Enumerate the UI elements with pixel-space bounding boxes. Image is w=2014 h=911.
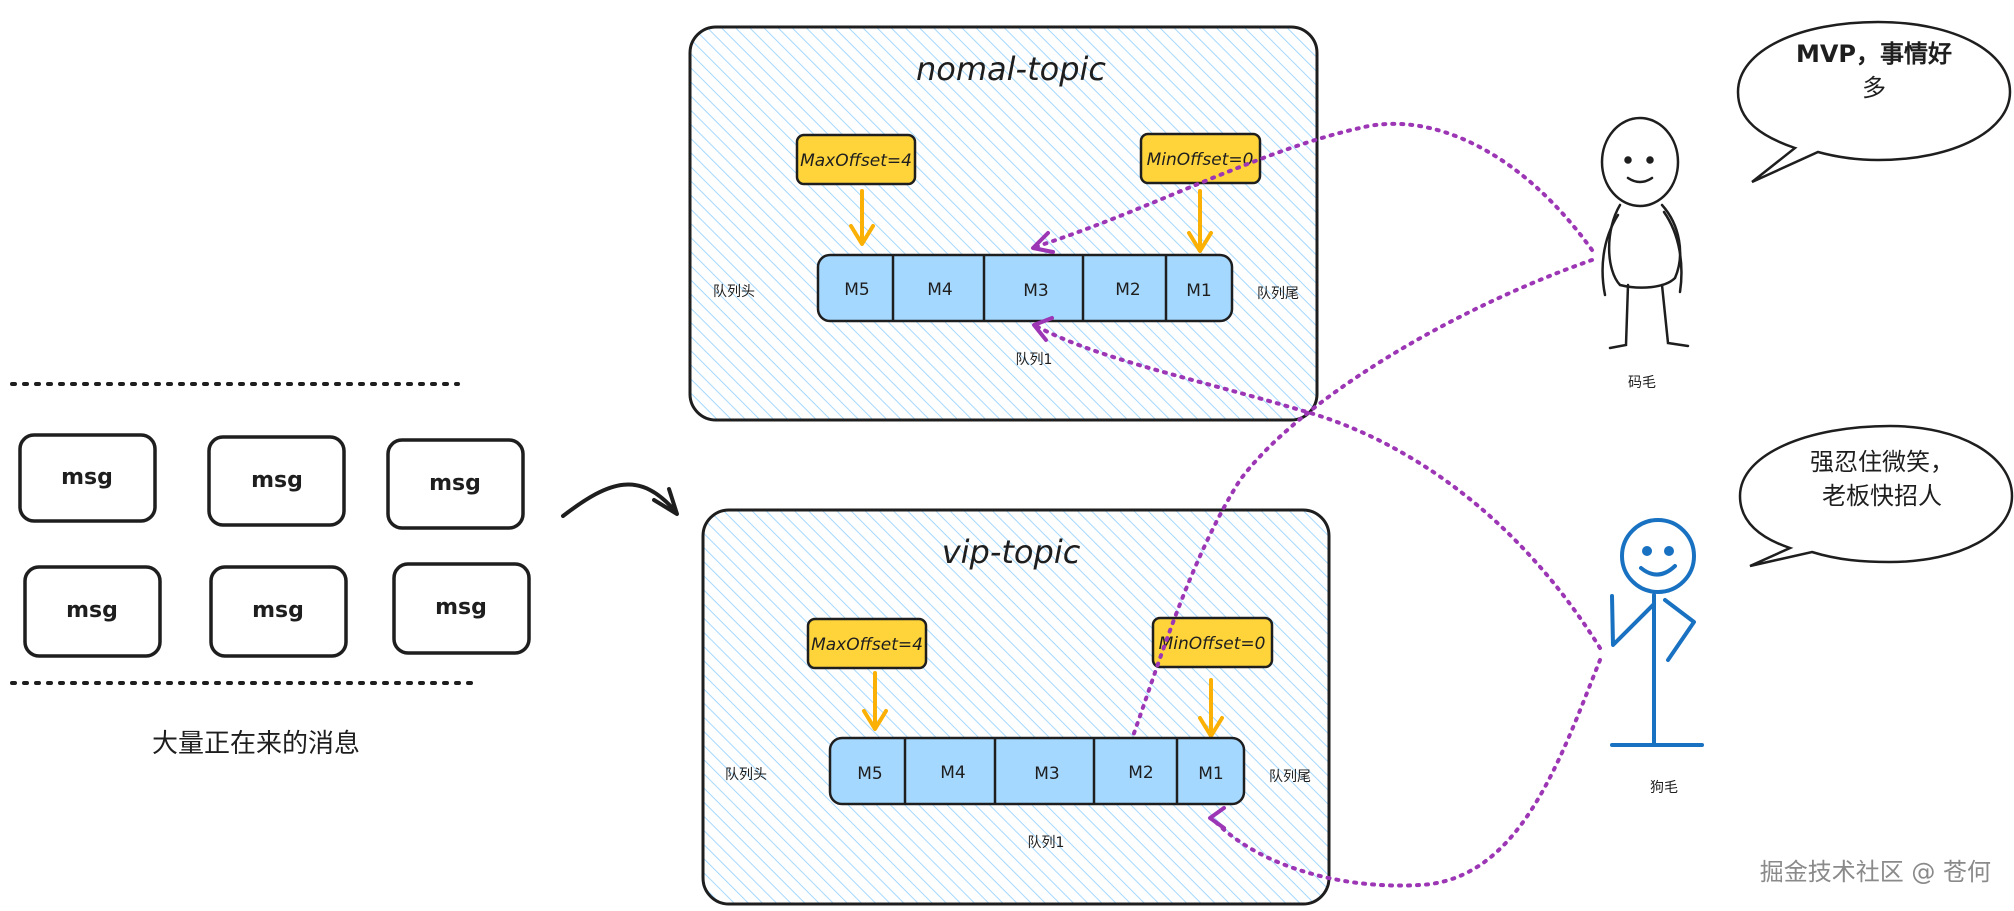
consumer-link-arrowheads <box>1031 231 1226 830</box>
queue-cell: M3 <box>1023 281 1048 301</box>
speech-text-line1: 强忍住微笑， <box>1810 448 1954 476</box>
link-mamao-to-normal-m3 <box>1033 121 1594 252</box>
min-offset-arrow-icon <box>1187 189 1213 253</box>
topic-title: nomal-topic <box>916 50 1106 88</box>
flow-arrow-head-icon <box>652 487 679 516</box>
min-offset-label: MinOffset=0 <box>1147 150 1254 170</box>
stick-figure-icon <box>1610 518 1704 747</box>
incoming-messages-group: msg msg msg msg msg msg 大量正在来的消息 <box>10 382 679 759</box>
max-offset-arrow-icon <box>849 189 875 246</box>
speech-text-line2: 老板快招人 <box>1822 482 1942 510</box>
message-box: msg <box>18 433 157 523</box>
speech-bubble: 强忍住微笑， 老板快招人 <box>1738 424 2014 568</box>
queue-bar: M5 M4 M3 M2 M1 <box>828 736 1246 806</box>
queue-cell: M2 <box>1115 280 1140 300</box>
watermark: 掘金技术社区 @ 苍何 <box>1760 858 1991 886</box>
queue-name-label: 队列1 <box>1028 835 1065 851</box>
speech-bubble: MVP，事情好 多 <box>1736 20 2012 184</box>
topic-frame <box>701 508 1331 906</box>
min-offset-tag: MinOffset=0 <box>1151 616 1274 669</box>
max-offset-label: MaxOffset=4 <box>811 635 923 655</box>
message-label: msg <box>435 595 487 620</box>
queue-name-label: 队列1 <box>1016 352 1053 368</box>
max-offset-arrow-icon <box>862 671 888 731</box>
link-arrowhead-icon <box>1032 316 1054 342</box>
link-goumao-to-normal-m3 <box>1034 324 1602 650</box>
queue-cell: M2 <box>1128 763 1153 783</box>
queue-cell: M1 <box>1198 764 1223 784</box>
message-box: msg <box>392 562 531 655</box>
queue-cell: M5 <box>844 280 869 300</box>
message-label: msg <box>66 598 118 623</box>
message-box: msg <box>207 435 346 527</box>
link-goumao-to-vip-m1 <box>1210 658 1602 888</box>
queue-head-label: 队列头 <box>713 284 755 300</box>
max-offset-tag: MaxOffset=4 <box>795 133 917 186</box>
queue-tail-label: 队列尾 <box>1257 286 1299 302</box>
topic-vip: vip-topic MaxOffset=4 MinOffset=0 队列头 队列… <box>701 508 1331 906</box>
consumer-links <box>1033 121 1602 888</box>
queue-cell: M4 <box>927 280 952 300</box>
speech-text-line2: 多 <box>1862 74 1886 102</box>
topic-title: vip-topic <box>942 533 1081 571</box>
stick-figure-icon <box>1600 116 1690 350</box>
queue-cell: M1 <box>1186 281 1211 301</box>
topic-normal: nomal-topic MaxOffset=4 MinOffset=0 队列头 … <box>688 25 1319 422</box>
max-offset-tag: MaxOffset=4 <box>806 617 928 670</box>
message-label: msg <box>429 471 481 496</box>
min-offset-arrow-icon <box>1198 678 1224 738</box>
message-box: msg <box>386 438 525 530</box>
person-goumao: 强忍住微笑， 老板快招人 狗毛 <box>1610 424 2014 796</box>
queue-tail-label: 队列尾 <box>1269 769 1311 785</box>
min-offset-tag: MinOffset=0 <box>1139 132 1262 185</box>
min-offset-label: MinOffset=0 <box>1159 634 1266 654</box>
speech-text-line1: MVP，事情好 <box>1796 40 1952 68</box>
message-box: msg <box>209 565 348 658</box>
queue-cell: M4 <box>940 763 965 783</box>
queue-cell: M5 <box>857 764 882 784</box>
message-label: msg <box>252 598 304 623</box>
queue-head-label: 队列头 <box>725 767 767 783</box>
incoming-caption: 大量正在来的消息 <box>152 729 360 759</box>
message-label: msg <box>251 468 303 493</box>
link-arrowhead-icon <box>1031 231 1055 254</box>
max-offset-label: MaxOffset=4 <box>800 151 912 171</box>
queue-cell: M3 <box>1034 764 1059 784</box>
person-mamao: MVP，事情好 多 码毛 <box>1600 20 2012 391</box>
link-arrowhead-icon <box>1208 806 1226 830</box>
flow-arrow-icon <box>561 482 678 518</box>
person-name: 狗毛 <box>1650 780 1678 796</box>
message-label: msg <box>61 465 113 490</box>
message-box: msg <box>23 565 162 658</box>
person-name: 码毛 <box>1628 375 1656 391</box>
queue-bar: M5 M4 M3 M2 M1 <box>816 253 1234 323</box>
link-mamao-to-vip-m2 <box>1131 258 1594 738</box>
